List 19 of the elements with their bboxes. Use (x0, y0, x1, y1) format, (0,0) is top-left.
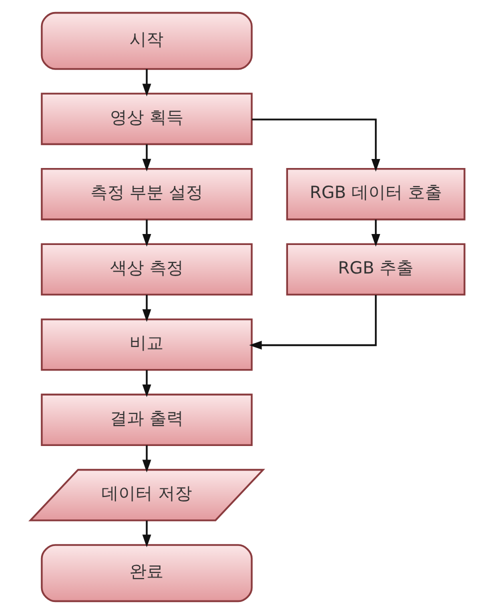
arrow (142, 294, 151, 322)
node-box: 결과 출력 (40, 394, 252, 446)
node-box: 색상 측정 (40, 243, 252, 296)
arrow (142, 69, 151, 96)
arrow (251, 118, 380, 172)
arrow (142, 144, 151, 172)
arrow (370, 220, 380, 247)
arrow (142, 445, 151, 472)
node-box: 시작 (40, 12, 252, 70)
node-box: 비교 (40, 318, 252, 371)
arrow (142, 370, 151, 398)
arrow (248, 295, 376, 350)
node-box: RGB 추출 (286, 243, 465, 296)
node-box: RGB 데이터 호출 (286, 168, 465, 220)
arrow (142, 220, 151, 247)
node-box: 영상 획득 (40, 92, 252, 146)
node-box: 측정 부분 설정 (40, 168, 252, 220)
node-box: 완료 (40, 544, 252, 602)
arrow (142, 520, 151, 548)
